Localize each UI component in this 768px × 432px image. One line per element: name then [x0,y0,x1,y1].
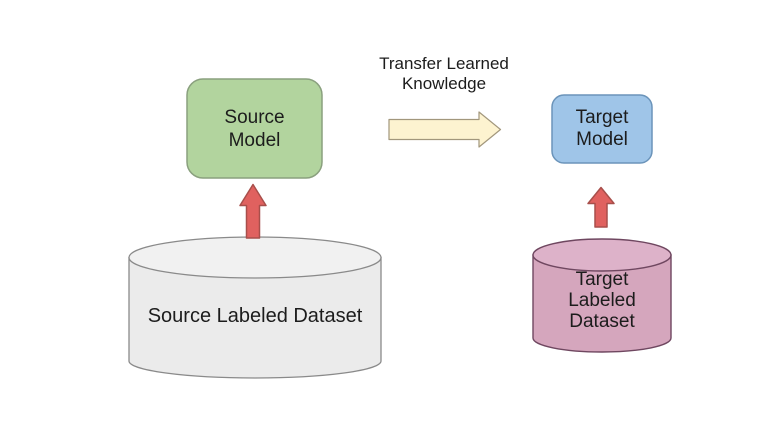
target-model-label: Target Model [575,107,629,150]
source-dataset-to-model-arrow [239,183,267,239]
source-dataset-label: Source Labeled Dataset [147,305,363,327]
target-dataset-to-model-arrow [587,186,615,228]
source-dataset-cylinder-body [128,256,382,379]
target-model-box [551,94,653,164]
target-dataset-cylinder-body [532,254,672,353]
transfer-arrow [388,111,502,148]
source-model-box [186,78,323,179]
target-dataset-cylinder [532,238,672,353]
target-dataset-cylinder-top [532,238,672,272]
source-model-label: Source Model [224,106,285,151]
transfer-arrow-label: Transfer Learned Knowledge [379,54,509,93]
source-dataset-cylinder-top [128,236,382,279]
target-dataset-label: Target Labeled Dataset [568,269,636,332]
